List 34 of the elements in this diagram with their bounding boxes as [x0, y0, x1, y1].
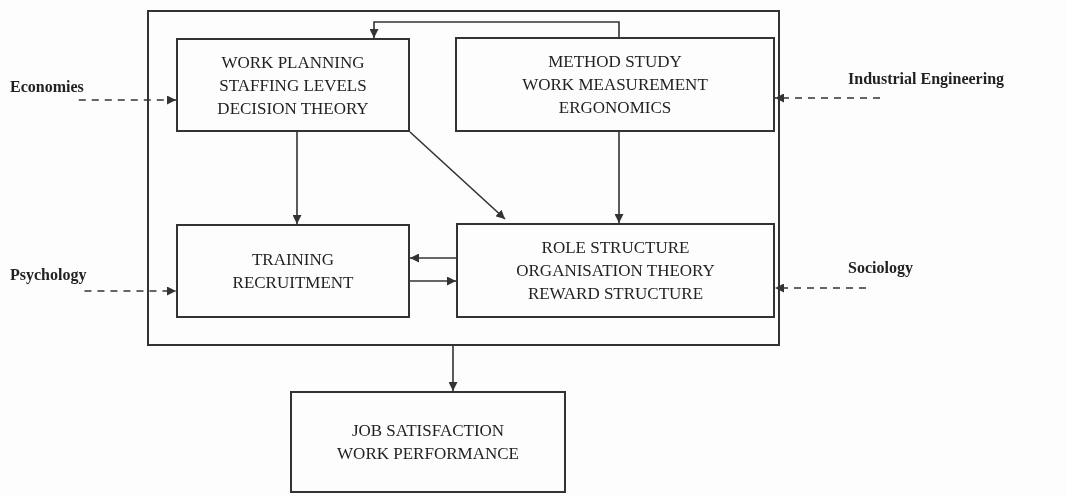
- discipline-label: Psychology: [10, 266, 87, 284]
- discipline-label: Sociology: [848, 259, 913, 277]
- arrow: [409, 253, 457, 263]
- arrow: [369, 21, 620, 39]
- box-text-line: ORGANISATION THEORY: [516, 260, 715, 282]
- box-text-line: WORK PLANNING: [221, 51, 365, 74]
- box-text-line: METHOD STUDY: [548, 51, 682, 73]
- box-text-line: TRAINING: [251, 249, 335, 271]
- box-text-line: ERGONOMICS: [558, 97, 672, 119]
- box-text-line: REWARD STRUCTURE: [527, 283, 704, 305]
- box-text-line: DECISION THEORY: [217, 97, 369, 120]
- discipline-label: Industrial Engineering: [848, 70, 1005, 88]
- arrow: [448, 345, 458, 392]
- box-text-line: RECRUITMENT: [232, 272, 354, 294]
- topic-box: [290, 391, 566, 493]
- dashed-arrow: [83, 286, 177, 296]
- box-text-line: JOB SATISFACTION: [351, 420, 505, 442]
- topic-box: [456, 223, 775, 318]
- dashed-arrow: [774, 283, 867, 293]
- arrow: [292, 131, 302, 225]
- topic-box: [176, 224, 410, 318]
- topic-box: [176, 38, 410, 132]
- dashed-arrow: [78, 95, 177, 105]
- arrow: [614, 131, 624, 224]
- arrow: [409, 131, 506, 220]
- arrow: [409, 276, 457, 286]
- topic-box: [455, 37, 775, 132]
- box-text-line: WORK MEASUREMENT: [522, 74, 708, 96]
- box-text-line: WORK PERFORMANCE: [337, 443, 519, 465]
- system-boundary-box: [147, 10, 780, 346]
- box-text-line: STAFFING LEVELS: [219, 74, 367, 97]
- discipline-label: Economies: [10, 78, 84, 96]
- box-text-line: ROLE STRUCTURE: [541, 237, 690, 259]
- dashed-arrow: [774, 93, 881, 103]
